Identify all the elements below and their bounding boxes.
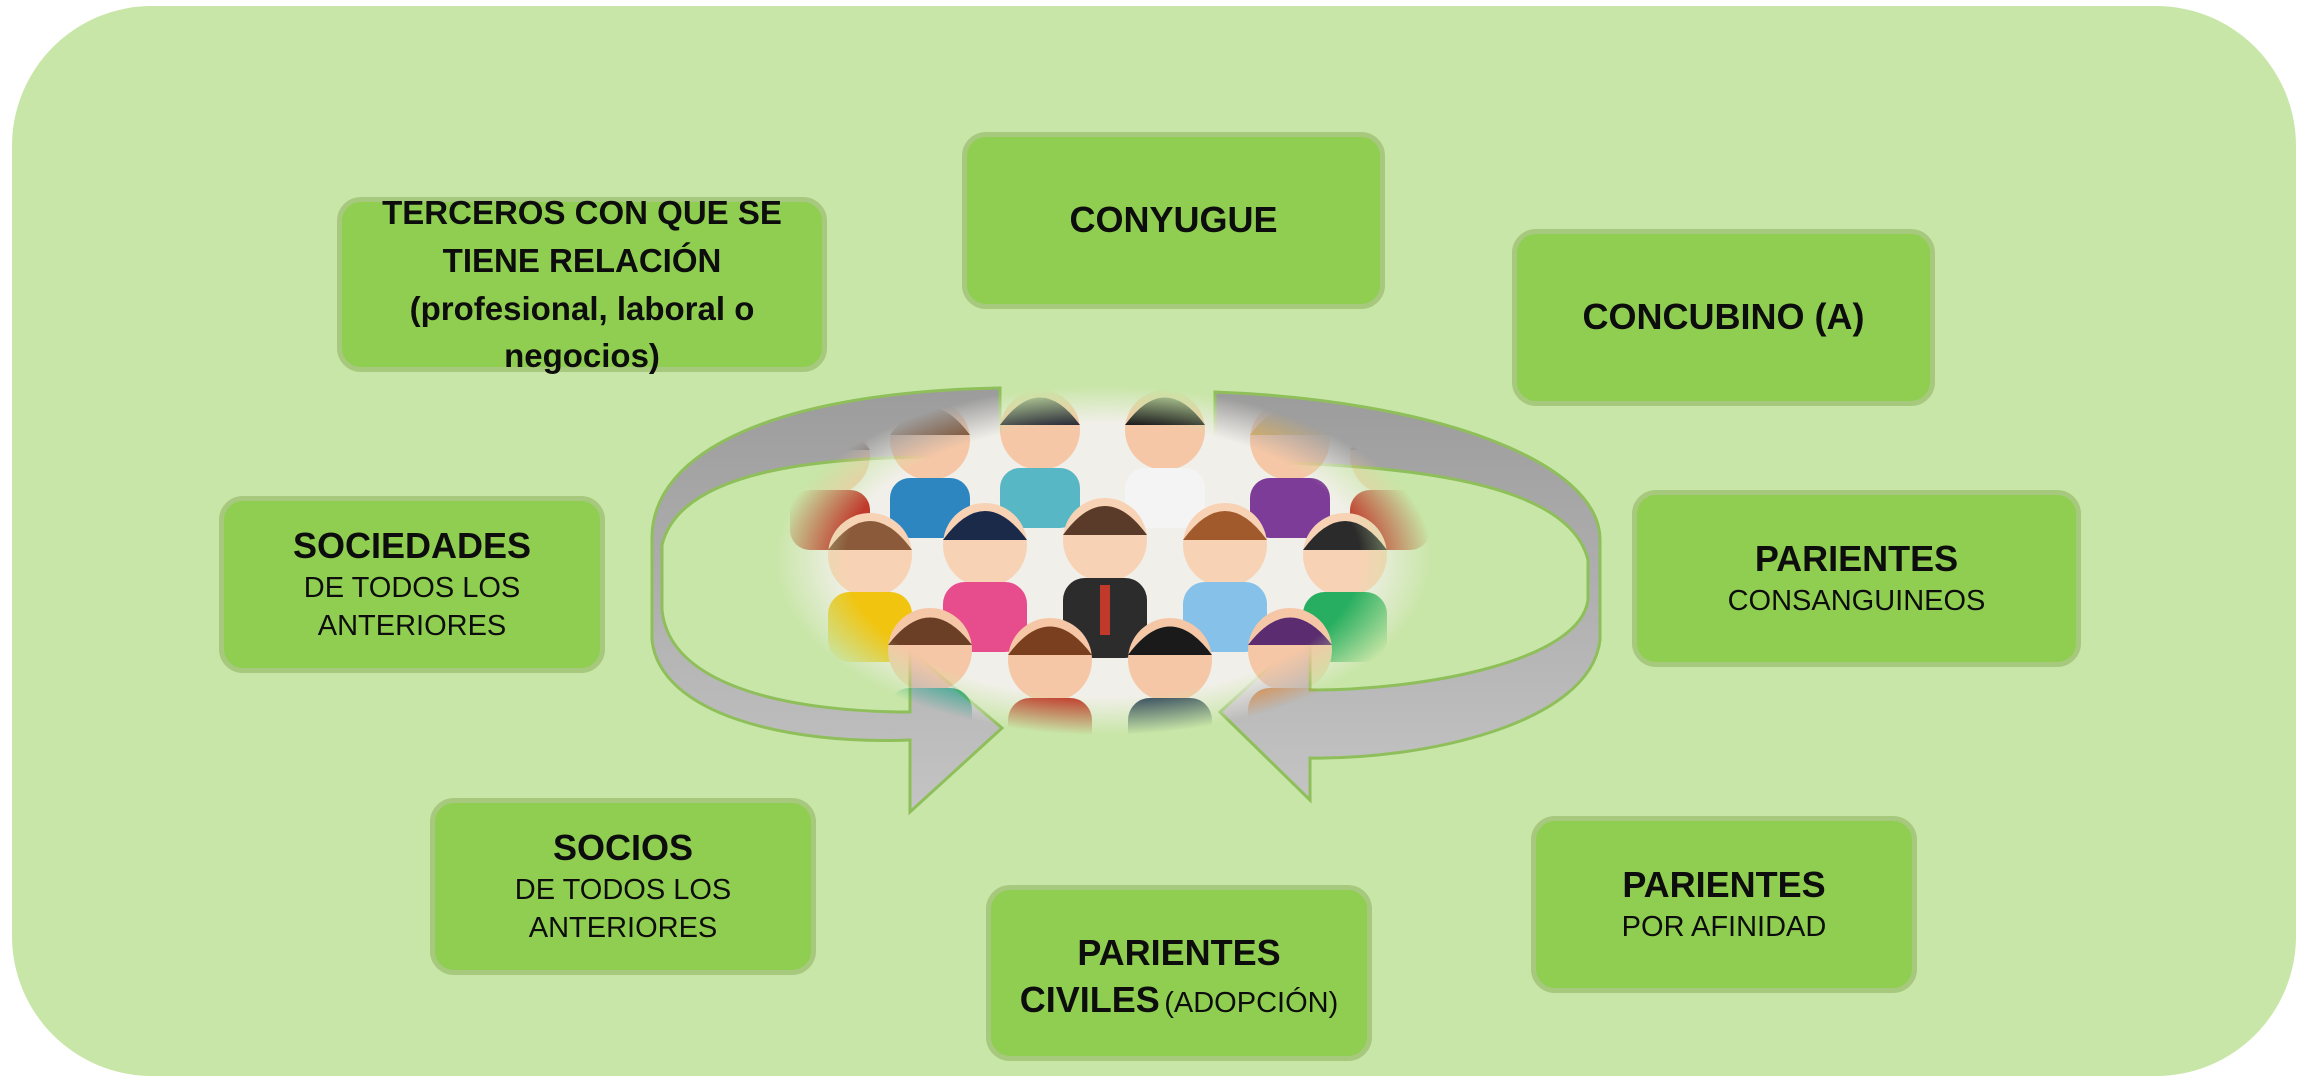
- civiles-line2-small: (ADOPCIÓN): [1164, 986, 1339, 1019]
- afinidad-title: PARIENTES: [1622, 864, 1826, 906]
- box-socios: SOCIOS DE TODOS LOS ANTERIORES: [430, 798, 816, 975]
- concubino-title: CONCUBINO (A): [1582, 296, 1865, 338]
- terceros-line2: TIENE RELACIÓN: [442, 241, 722, 279]
- conyugue-title: CONYUGUE: [1069, 199, 1278, 241]
- socios-line2: ANTERIORES: [528, 911, 718, 944]
- afinidad-subtitle: POR AFINIDAD: [1621, 911, 1827, 944]
- socios-title: SOCIOS: [552, 827, 694, 869]
- civiles-line1: PARIENTES: [1077, 932, 1281, 973]
- box-consanguineos: PARIENTES CONSANGUINEOS: [1632, 490, 2081, 667]
- box-afinidad: PARIENTES POR AFINIDAD: [1531, 816, 1917, 993]
- box-terceros: TERCEROS CON QUE SE TIENE RELACIÓN (prof…: [337, 194, 827, 374]
- sociedades-title: SOCIEDADES: [292, 525, 532, 567]
- crowd-illustration: [760, 380, 1450, 758]
- box-sociedades: SOCIEDADES DE TODOS LOS ANTERIORES: [219, 496, 605, 673]
- sociedades-line1: DE TODOS LOS: [303, 572, 521, 605]
- consanguineos-title: PARIENTES: [1754, 538, 1959, 580]
- sociedades-line2: ANTERIORES: [317, 609, 507, 642]
- terceros-line4: negocios): [504, 337, 660, 375]
- terceros-line3: (profesional, laboral o: [409, 289, 755, 327]
- socios-line1: DE TODOS LOS: [514, 874, 732, 907]
- box-concubino: CONCUBINO (A): [1512, 229, 1935, 406]
- terceros-line1: TERCEROS CON QUE SE: [382, 193, 782, 231]
- box-conyugue: CONYUGUE: [962, 132, 1385, 309]
- civiles-line2-bold: CIVILES: [1019, 978, 1160, 1020]
- consanguineos-subtitle: CONSANGUINEOS: [1727, 585, 1986, 618]
- box-civiles: PARIENTES CIVILES (ADOPCIÓN): [986, 885, 1372, 1061]
